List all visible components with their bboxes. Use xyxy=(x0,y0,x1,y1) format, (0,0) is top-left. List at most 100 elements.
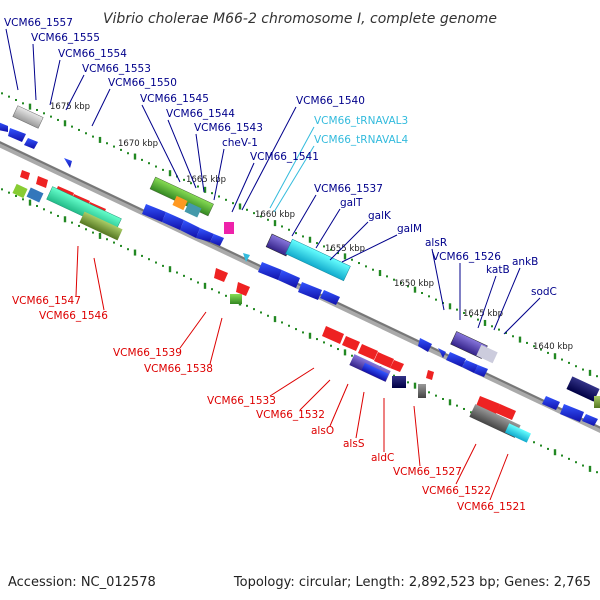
tick-labels: 1675 kbp 1670 kbp 1665 kbp 1660 kbp 1655… xyxy=(50,102,573,352)
gene-label[interactable]: VCM66_1541 xyxy=(250,151,319,163)
tick-dot xyxy=(253,308,255,311)
tick-dot xyxy=(71,125,73,128)
gene-arrow[interactable] xyxy=(462,360,478,373)
trna-label[interactable]: VCM66_tRNAVAL4 xyxy=(314,134,409,146)
gene-feature[interactable] xyxy=(224,222,234,234)
gene-arrow[interactable] xyxy=(476,396,500,414)
upper-gene-labels: VCM66_1557 VCM66_1555 VCM66_1554 VCM66_1… xyxy=(4,17,557,298)
gene-arrow[interactable] xyxy=(258,262,282,280)
gene-label[interactable]: aldC xyxy=(371,452,394,464)
tick-dot xyxy=(568,457,570,460)
gene-feature[interactable] xyxy=(505,423,531,443)
gene-label[interactable]: VCM66_1553 xyxy=(82,63,151,75)
gene-feature[interactable] xyxy=(566,376,600,402)
tick-dot xyxy=(28,199,32,206)
gene-arrow[interactable] xyxy=(320,290,340,305)
gene-arrow[interactable] xyxy=(142,204,166,222)
gene-arrow[interactable] xyxy=(426,370,434,380)
gene-label[interactable]: VCM66_1538 xyxy=(144,363,213,375)
gene-feature[interactable] xyxy=(285,238,351,282)
gene-label[interactable]: VCM66_1526 xyxy=(432,251,501,263)
gene-feature[interactable] xyxy=(79,211,123,241)
gene-label[interactable]: VCM66_1540 xyxy=(296,95,365,107)
gene-arrow[interactable] xyxy=(64,158,72,168)
gene-feature[interactable] xyxy=(230,294,242,304)
leader-line xyxy=(413,405,421,467)
gene-arrow[interactable] xyxy=(162,212,184,230)
gene-arrow[interactable] xyxy=(438,348,446,358)
gene-label[interactable]: VCM66_1537 xyxy=(314,183,383,195)
trna-label[interactable]: VCM66_tRNAVAL3 xyxy=(314,115,408,127)
gene-label[interactable]: VCM66_1532 xyxy=(256,409,325,421)
tick-label: 1640 kbp xyxy=(533,342,573,352)
gene-arrow[interactable] xyxy=(180,220,200,238)
gene-label[interactable]: sodC xyxy=(531,286,557,298)
gene-arrow[interactable] xyxy=(20,170,30,180)
gene-arrow[interactable] xyxy=(582,414,598,426)
gene-feature[interactable] xyxy=(594,396,600,408)
gene-arrow[interactable] xyxy=(196,228,214,242)
gene-label[interactable]: VCM66_1539 xyxy=(113,347,182,359)
leader-line xyxy=(91,88,111,127)
gene-label[interactable]: galM xyxy=(397,223,422,235)
gene-label[interactable]: VCM66_1557 xyxy=(4,17,73,29)
tick-dot xyxy=(1,92,3,95)
gene-arrow[interactable] xyxy=(24,138,38,149)
gene-arrow[interactable] xyxy=(446,352,466,367)
gene-feature[interactable] xyxy=(12,105,44,129)
gene-arrow[interactable] xyxy=(390,360,404,372)
gene-label[interactable]: VCM66_1545 xyxy=(140,93,209,105)
gene-arrow[interactable] xyxy=(0,122,8,132)
gene-label[interactable]: alsS xyxy=(343,438,365,450)
gene-arrow[interactable] xyxy=(560,404,584,422)
gene-arrow[interactable] xyxy=(298,282,322,300)
tick-dot xyxy=(273,316,277,323)
gene-label[interactable]: katB xyxy=(486,264,510,276)
gene-arrow[interactable] xyxy=(342,336,360,351)
gene-label[interactable]: alsO xyxy=(311,425,334,437)
gene-arrow[interactable] xyxy=(278,270,300,288)
map-title: Vibrio cholerae M66-2 chromosome I, comp… xyxy=(103,11,497,27)
leader-line xyxy=(75,245,79,297)
gene-arrow[interactable] xyxy=(36,176,48,188)
gene-feature[interactable] xyxy=(361,362,389,382)
trna-feature[interactable] xyxy=(243,253,250,262)
gene-label[interactable]: VCM66_1550 xyxy=(108,77,177,89)
gene-label[interactable]: VCM66_1555 xyxy=(31,32,100,44)
gene-label[interactable]: VCM66_1546 xyxy=(39,310,108,322)
gene-label[interactable]: VCM66_1554 xyxy=(58,48,127,60)
gene-label[interactable]: VCM66_1544 xyxy=(166,108,235,120)
gene-label[interactable]: VCM66_1527 xyxy=(393,466,462,478)
gene-arrow[interactable] xyxy=(358,344,378,360)
gene-arrow[interactable] xyxy=(210,234,224,246)
gene-label[interactable]: cheV-1 xyxy=(222,137,258,149)
tick-dot xyxy=(575,461,577,464)
gene-arrow[interactable] xyxy=(542,396,560,410)
gene-label[interactable]: VCM66_1547 xyxy=(12,295,81,307)
gene-feature[interactable] xyxy=(26,187,44,203)
gene-label[interactable]: galK xyxy=(368,210,392,222)
gene-arrow[interactable] xyxy=(496,404,516,420)
gene-label[interactable]: VCM66_1533 xyxy=(207,395,276,407)
gene-feature[interactable] xyxy=(418,384,426,398)
gene-feature[interactable] xyxy=(184,202,202,218)
gene-arrow[interactable] xyxy=(374,352,394,368)
gene-feature[interactable] xyxy=(392,376,406,388)
gene-label[interactable]: ankB xyxy=(512,256,538,268)
gene-label[interactable]: VCM66_1521 xyxy=(457,501,526,513)
upper-strand-genes xyxy=(0,105,600,426)
gene-arrow[interactable] xyxy=(474,365,488,377)
gene-feature[interactable] xyxy=(172,195,188,211)
gene-label[interactable]: alsR xyxy=(425,237,447,249)
gene-label[interactable]: VCM66_1543 xyxy=(194,122,263,134)
gene-arrow[interactable] xyxy=(418,338,432,352)
tick-dot xyxy=(288,324,290,327)
gene-label[interactable]: galT xyxy=(340,197,363,209)
gene-label[interactable]: VCM66_1522 xyxy=(422,485,491,497)
gene-feature[interactable] xyxy=(12,183,28,199)
gene-arrow[interactable] xyxy=(8,128,26,142)
gene-feature[interactable] xyxy=(476,344,498,364)
gene-arrow[interactable] xyxy=(214,268,228,282)
gene-arrow[interactable] xyxy=(322,326,344,344)
gene-arrow[interactable] xyxy=(236,282,250,296)
